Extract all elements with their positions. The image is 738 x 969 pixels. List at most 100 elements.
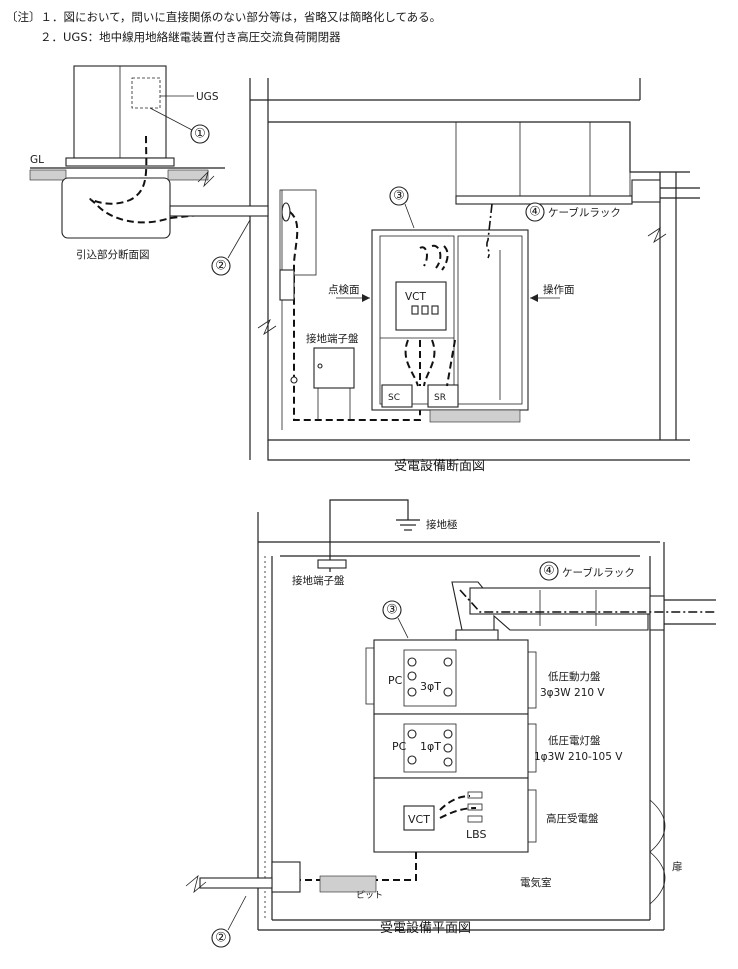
- section-title: 受電設備断面図: [394, 458, 485, 474]
- hv-panel-handle: [527, 789, 537, 843]
- door-arc-1: [649, 799, 666, 853]
- inlet-caption: 引込部分断面図: [76, 248, 150, 261]
- plan-vct: [403, 805, 435, 831]
- plan-view: 接地極 接地端子盤 ケーブルラック 3φT PC: [185, 499, 716, 948]
- plan-callout-4-circle: [539, 561, 559, 581]
- section-cubicle-left-bay: [379, 235, 455, 405]
- inlet-pit: [61, 177, 171, 239]
- plan-inlet-break: [185, 874, 207, 894]
- lv-light-panel-handle: [527, 723, 537, 773]
- ugs-label: UGS: [196, 91, 219, 103]
- lv-power-panel-handle: [527, 651, 537, 709]
- plan-callout-3: ③: [386, 603, 398, 618]
- tr3-bushing-5: [443, 687, 453, 697]
- section-wall-break: [257, 318, 277, 336]
- lv-light-spec: 1φ3W 210-105 V: [534, 751, 623, 763]
- tr3-label: 3φT: [420, 680, 441, 693]
- ground-wire: [329, 499, 409, 572]
- tr1-bushing-3: [443, 729, 453, 739]
- section-cubicle-right-bay: [457, 235, 523, 405]
- plan-vct-label: VCT: [408, 813, 430, 826]
- callout-3: ③: [393, 189, 405, 204]
- inlet-cable: [89, 135, 269, 224]
- plan-title: 受電設備平面図: [380, 920, 471, 936]
- section-cable-rack-label: ケーブルラック: [548, 206, 621, 219]
- plan-cable-rack-run: [469, 587, 651, 615]
- section-sr-cable: [446, 339, 456, 387]
- lv-power-label: 低圧動力盤: [548, 670, 601, 683]
- section-right-wall-break: [647, 226, 667, 244]
- gl-label: GL: [30, 154, 44, 166]
- plan-rack-cable: [459, 589, 716, 613]
- sr-label: SR: [434, 393, 446, 403]
- tr3-bushing-4: [443, 657, 453, 667]
- operation-label: 操作面: [543, 283, 575, 296]
- pc2-label: PC: [392, 740, 407, 753]
- plan-callout-2-circle: [211, 928, 231, 948]
- hv-panel-label: 高圧受電盤: [546, 812, 599, 825]
- plan-grounding-panel: [317, 559, 347, 569]
- lv-light-label: 低圧電灯盤: [548, 734, 601, 747]
- section-wall-panel: [279, 189, 317, 276]
- section-ceiling: [268, 121, 690, 173]
- lv-power-panel: [373, 639, 529, 715]
- plan-vct-cables: [439, 795, 477, 819]
- tr3-bushing-3: [407, 687, 417, 697]
- inspection-label: 点検面: [328, 283, 360, 296]
- plan-cable-rack-label: ケーブルラック: [562, 566, 635, 579]
- section-view: UGS GL 引込部分断面図 接地端子盤 VCT: [29, 65, 700, 474]
- section-cable-clamp: [290, 376, 298, 384]
- inlet-conduit: [169, 205, 269, 217]
- section-grounding-panel-knob: [317, 363, 323, 369]
- inspection-arrowhead: [362, 294, 370, 302]
- tr1-bushing-2: [407, 755, 417, 765]
- section-floor-step: [267, 440, 288, 461]
- tr1-bushing-4: [443, 743, 453, 753]
- vct-bushing-2: [421, 305, 429, 315]
- plan-rack-wall-sleeve: [649, 595, 665, 631]
- operation-arrowhead: [530, 294, 538, 302]
- note-line-2: ２．UGS：地中線用地絡継電装置付き高圧交流負荷開閉器: [40, 30, 341, 44]
- section-rack-drop-cable: [486, 203, 493, 259]
- callout-4: ④: [529, 205, 541, 220]
- lv-power-spec: 3φ3W 210 V: [540, 687, 605, 699]
- tr1-frame: [403, 723, 457, 773]
- ground-electrode-label: 接地極: [426, 518, 458, 531]
- plan-inlet-conduit: [199, 877, 273, 889]
- section-hv-cable: [289, 211, 421, 421]
- section-vct-label: VCT: [405, 291, 427, 303]
- door-label: 扉: [672, 860, 683, 873]
- pit-label: ピット: [356, 890, 383, 901]
- ground-hatch-right: [167, 169, 209, 181]
- lbs-pole-3: [467, 815, 483, 823]
- section-sc-box: [381, 384, 413, 408]
- note-line-1: 〔注〕１．図において，問いに直接関係のない部分等は，省略又は簡略化してある。: [6, 10, 442, 24]
- tr1-bushing-1: [407, 729, 417, 739]
- lv-power-panel-side: [365, 647, 375, 705]
- section-cubicle: [371, 229, 529, 411]
- room-label: 電気室: [520, 876, 552, 889]
- plan-callout-2-leader: [227, 895, 247, 931]
- plan-callout-3-circle: [382, 600, 402, 620]
- callout-3-leader: [404, 203, 415, 229]
- plan-callout-2: ②: [215, 931, 227, 946]
- section-cubicle-base: [429, 409, 521, 423]
- callout-2-leader: [227, 219, 251, 259]
- callout-1-circle: [190, 124, 210, 144]
- section-cable-rack: [455, 195, 633, 205]
- tr3-bushing-1: [407, 657, 417, 667]
- section-rack-wall-sleeve: [631, 179, 661, 203]
- section-grounding-panel-label: 接地端子盤: [306, 332, 359, 345]
- sc-label: SC: [388, 393, 400, 403]
- vct-bushing-3: [431, 305, 439, 315]
- callout-1-leader: [149, 107, 193, 131]
- plan-grounding-panel-label: 接地端子盤: [292, 574, 345, 587]
- conduit-end: [281, 202, 291, 222]
- callout-1: ①: [194, 127, 206, 142]
- ground-break: [197, 170, 215, 188]
- callout-4-circle: [525, 202, 545, 222]
- callout-2: ②: [215, 259, 227, 274]
- plan-pit-corner: [271, 861, 301, 893]
- section-vct-cables: [419, 244, 449, 271]
- tr3-frame: [403, 649, 457, 707]
